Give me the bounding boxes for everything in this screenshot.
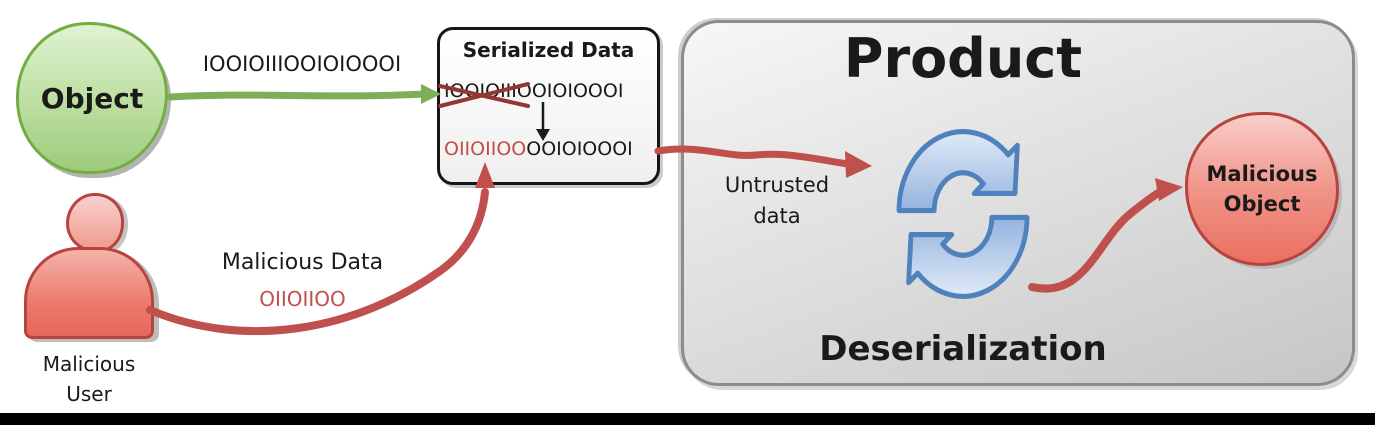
malicious-user-body — [24, 247, 154, 339]
tampered-binary-line: OIIOIIOOOOIOIOOOI — [444, 138, 633, 160]
untrusted-data-label-line1: Untrusted — [724, 173, 830, 197]
serialized-data-box: Serialized Data IOOIOIIIOOIOIOOOI OIIOII… — [437, 27, 660, 185]
malicious-user-label: Malicious User — [15, 349, 163, 409]
untrusted-data-label: Untrusted data — [704, 170, 850, 232]
bottom-window-bar — [0, 413, 1375, 425]
serialize-arrow — [166, 84, 441, 104]
binary-suffix: OOIOIOOOI — [516, 80, 624, 102]
untrusted-data-label-line2: data — [753, 204, 801, 228]
malicious-user-label-line1: Malicious — [42, 352, 136, 376]
original-binary-line: IOOIOIIIOOIOIOOOI — [444, 80, 623, 102]
injected-binary-prefix: OIIOIIOO — [444, 138, 527, 160]
malicious-object-node: Malicious Object — [1185, 112, 1339, 266]
struck-binary-prefix: IOOIOIII — [444, 80, 517, 102]
malicious-data-label: Malicious Data — [221, 250, 384, 275]
product-title: Product — [843, 27, 1083, 90]
malicious-data-binary: OIIOIIOO — [259, 287, 346, 311]
object-node: Object — [16, 22, 168, 174]
object-node-label: Object — [40, 81, 144, 115]
serialized-binary-label: IOOIOIIIOOIOIOOOI — [202, 52, 402, 76]
binary-suffix-2: OOIOIOOOI — [526, 138, 633, 160]
serialized-box-title: Serialized Data — [462, 38, 635, 62]
malicious-object-label-line1: Malicious — [1206, 162, 1318, 186]
malicious-user-label-line2: User — [66, 382, 112, 406]
malicious-user-icon — [66, 193, 124, 253]
malicious-object-label-line2: Object — [1223, 192, 1301, 216]
deserialization-label: Deserialization — [819, 329, 1107, 369]
sync-arrows-icon — [896, 129, 1030, 299]
